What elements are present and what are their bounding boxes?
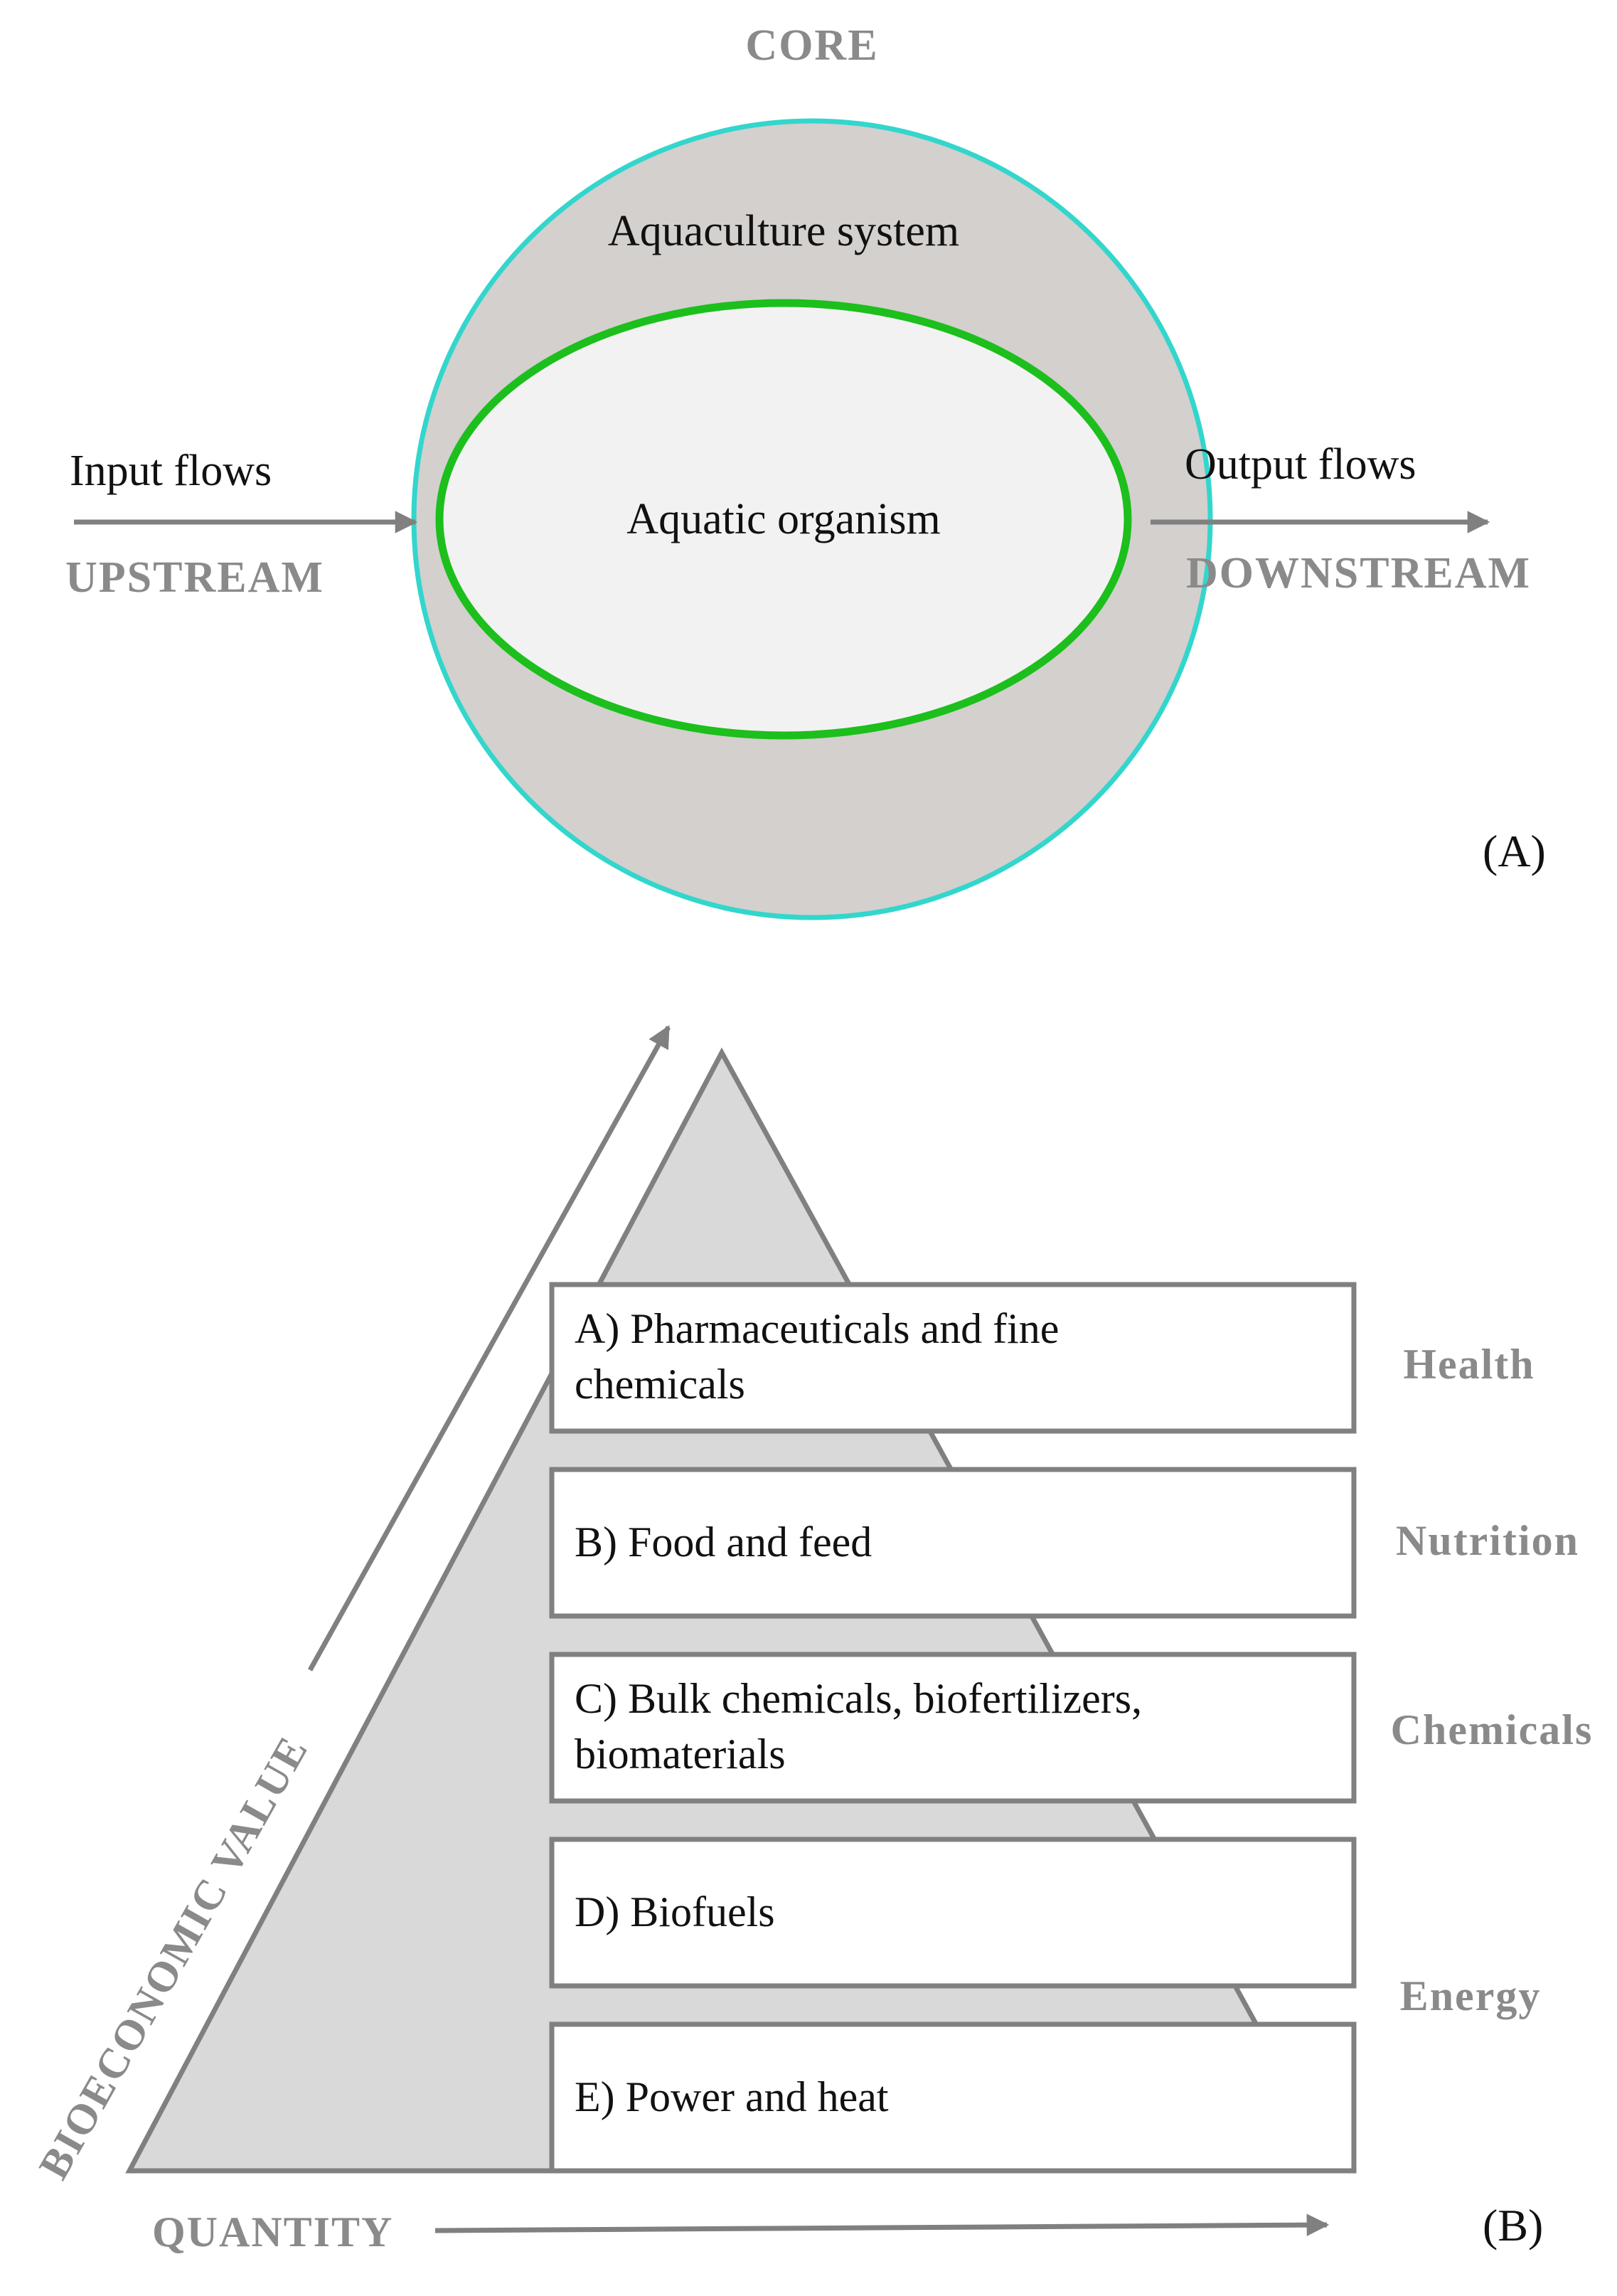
panel-a-tag: (A): [1483, 826, 1546, 876]
output-flows-label: Output flows: [1185, 440, 1416, 489]
tier-box-d: D) Biofuels: [549, 1837, 1357, 1989]
tier-box-c: C) Bulk chemicals, biofertilizers, bioma…: [549, 1652, 1357, 1804]
tier-label-line2: chemicals: [575, 1361, 745, 1408]
tier-box-rect: [549, 1467, 1357, 1619]
tier-box-b: B) Food and feed: [549, 1467, 1357, 1619]
tier-label-line1: C) Bulk chemicals, biofertilizers,: [575, 1675, 1142, 1722]
value-axis-arrow: [307, 1025, 671, 1671]
upstream-label: UPSTREAM: [65, 553, 324, 602]
aquaculture-system-label: Aquaculture system: [608, 207, 959, 255]
quantity-axis-label: QUANTITY: [152, 2209, 393, 2255]
tier-box-rect: [549, 1282, 1357, 1434]
tier-label-line1: B) Food and feed: [575, 1519, 872, 1566]
category-energy: Energy: [1400, 1972, 1542, 2019]
panel-b: BIOECONOMIC VALUE QUANTITY A) Pharmaceut…: [30, 1025, 1594, 2255]
panel-b-tag: (B): [1483, 2200, 1543, 2250]
quantity-axis-arrow: [434, 2213, 1330, 2236]
tier-box-a: A) Pharmaceuticals and fine chemicals: [549, 1282, 1357, 1434]
tier-box-rect: [549, 1837, 1357, 1989]
aquatic-organism-label: Aquatic organism: [626, 495, 940, 543]
aquatic-organism-ellipse: [435, 299, 1132, 740]
tier-label-line1: A) Pharmaceuticals and fine: [575, 1305, 1059, 1352]
input-flows-label: Input flows: [70, 447, 272, 495]
category-chemicals: Chemicals: [1391, 1706, 1594, 1753]
category-health: Health: [1403, 1341, 1535, 1388]
tier-box-rect: [549, 1652, 1357, 1804]
tier-label-line1: D) Biofuels: [575, 1888, 775, 1935]
category-nutrition: Nutrition: [1396, 1517, 1579, 1564]
tier-box-e: E) Power and heat: [549, 2021, 1357, 2174]
tier-label-line1: E) Power and heat: [575, 2073, 889, 2120]
downstream-label: DOWNSTREAM: [1186, 549, 1531, 597]
panel-a: CORE Aquaculture system Aquatic organism…: [65, 21, 1546, 920]
core-label: CORE: [745, 21, 878, 70]
tier-label-line2: biomaterials: [575, 1731, 786, 1777]
tier-box-rect: [549, 2021, 1357, 2174]
